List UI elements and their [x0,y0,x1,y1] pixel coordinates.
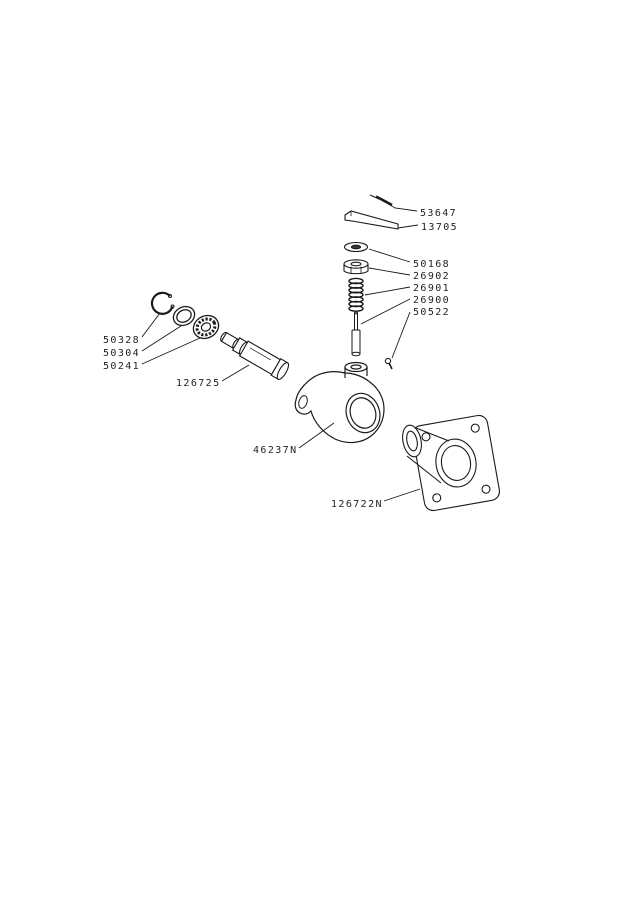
flange-bolt-hole [470,423,480,433]
part-screw-50522 [384,357,393,370]
callout-label-26900: 26900 [413,295,450,306]
flange-bolt-hole [432,493,442,503]
part-flange-126722N [402,414,501,512]
callout-label-50304: 50304 [103,348,140,359]
part-spring-26901 [348,277,364,312]
part-shaft-126725 [220,331,290,380]
leader-126725 [221,364,250,382]
part-washer-50168 [343,241,369,253]
callout-label-126722N: 126722N [331,499,383,510]
callout-label-126725: 126725 [176,378,221,389]
callout-label-50328: 50328 [103,335,140,346]
part-pin-53647 [369,194,393,207]
callout-label-50522: 50522 [413,307,450,318]
callout-labels: 53647 13705 50168 26902 26901 26900 5052… [103,208,458,510]
housing-ear-hole [298,395,308,409]
leader-50168 [368,248,411,263]
leader-26902 [368,267,411,276]
part-snap-ring-50328 [150,291,175,315]
callout-label-50168: 50168 [413,259,450,270]
leader-13705 [397,224,419,229]
callout-label-46237N: 46237N [253,445,298,456]
leader-50304 [141,325,182,352]
part-ring-50304 [172,305,196,327]
leader-26901 [364,286,411,296]
leader-53647 [389,204,418,212]
part-bearing-50241 [192,314,220,340]
leader-126722N [383,488,421,502]
callout-label-26902: 26902 [413,271,450,282]
callout-label-26901: 26901 [413,283,450,294]
callout-label-50241: 50241 [103,361,140,372]
callout-label-13705: 13705 [421,222,458,233]
flange-bore-inner [440,445,472,481]
leader-50328 [141,312,161,338]
leader-46237N [298,422,335,449]
part-lever-13705 [344,210,399,230]
callout-label-53647: 53647 [420,208,457,219]
leader-50241 [141,337,201,365]
leader-lines [141,204,421,502]
part-rod-26900 [351,311,361,357]
housing-bore-inner [349,397,377,429]
leader-50522 [391,311,411,359]
part-housing-46237N [294,361,385,444]
part-nut-26902 [343,259,369,275]
flange-bolt-hole [421,432,431,442]
flange-bolt-hole [481,484,491,494]
leader-26900 [360,298,411,325]
flange-hub [402,424,450,484]
